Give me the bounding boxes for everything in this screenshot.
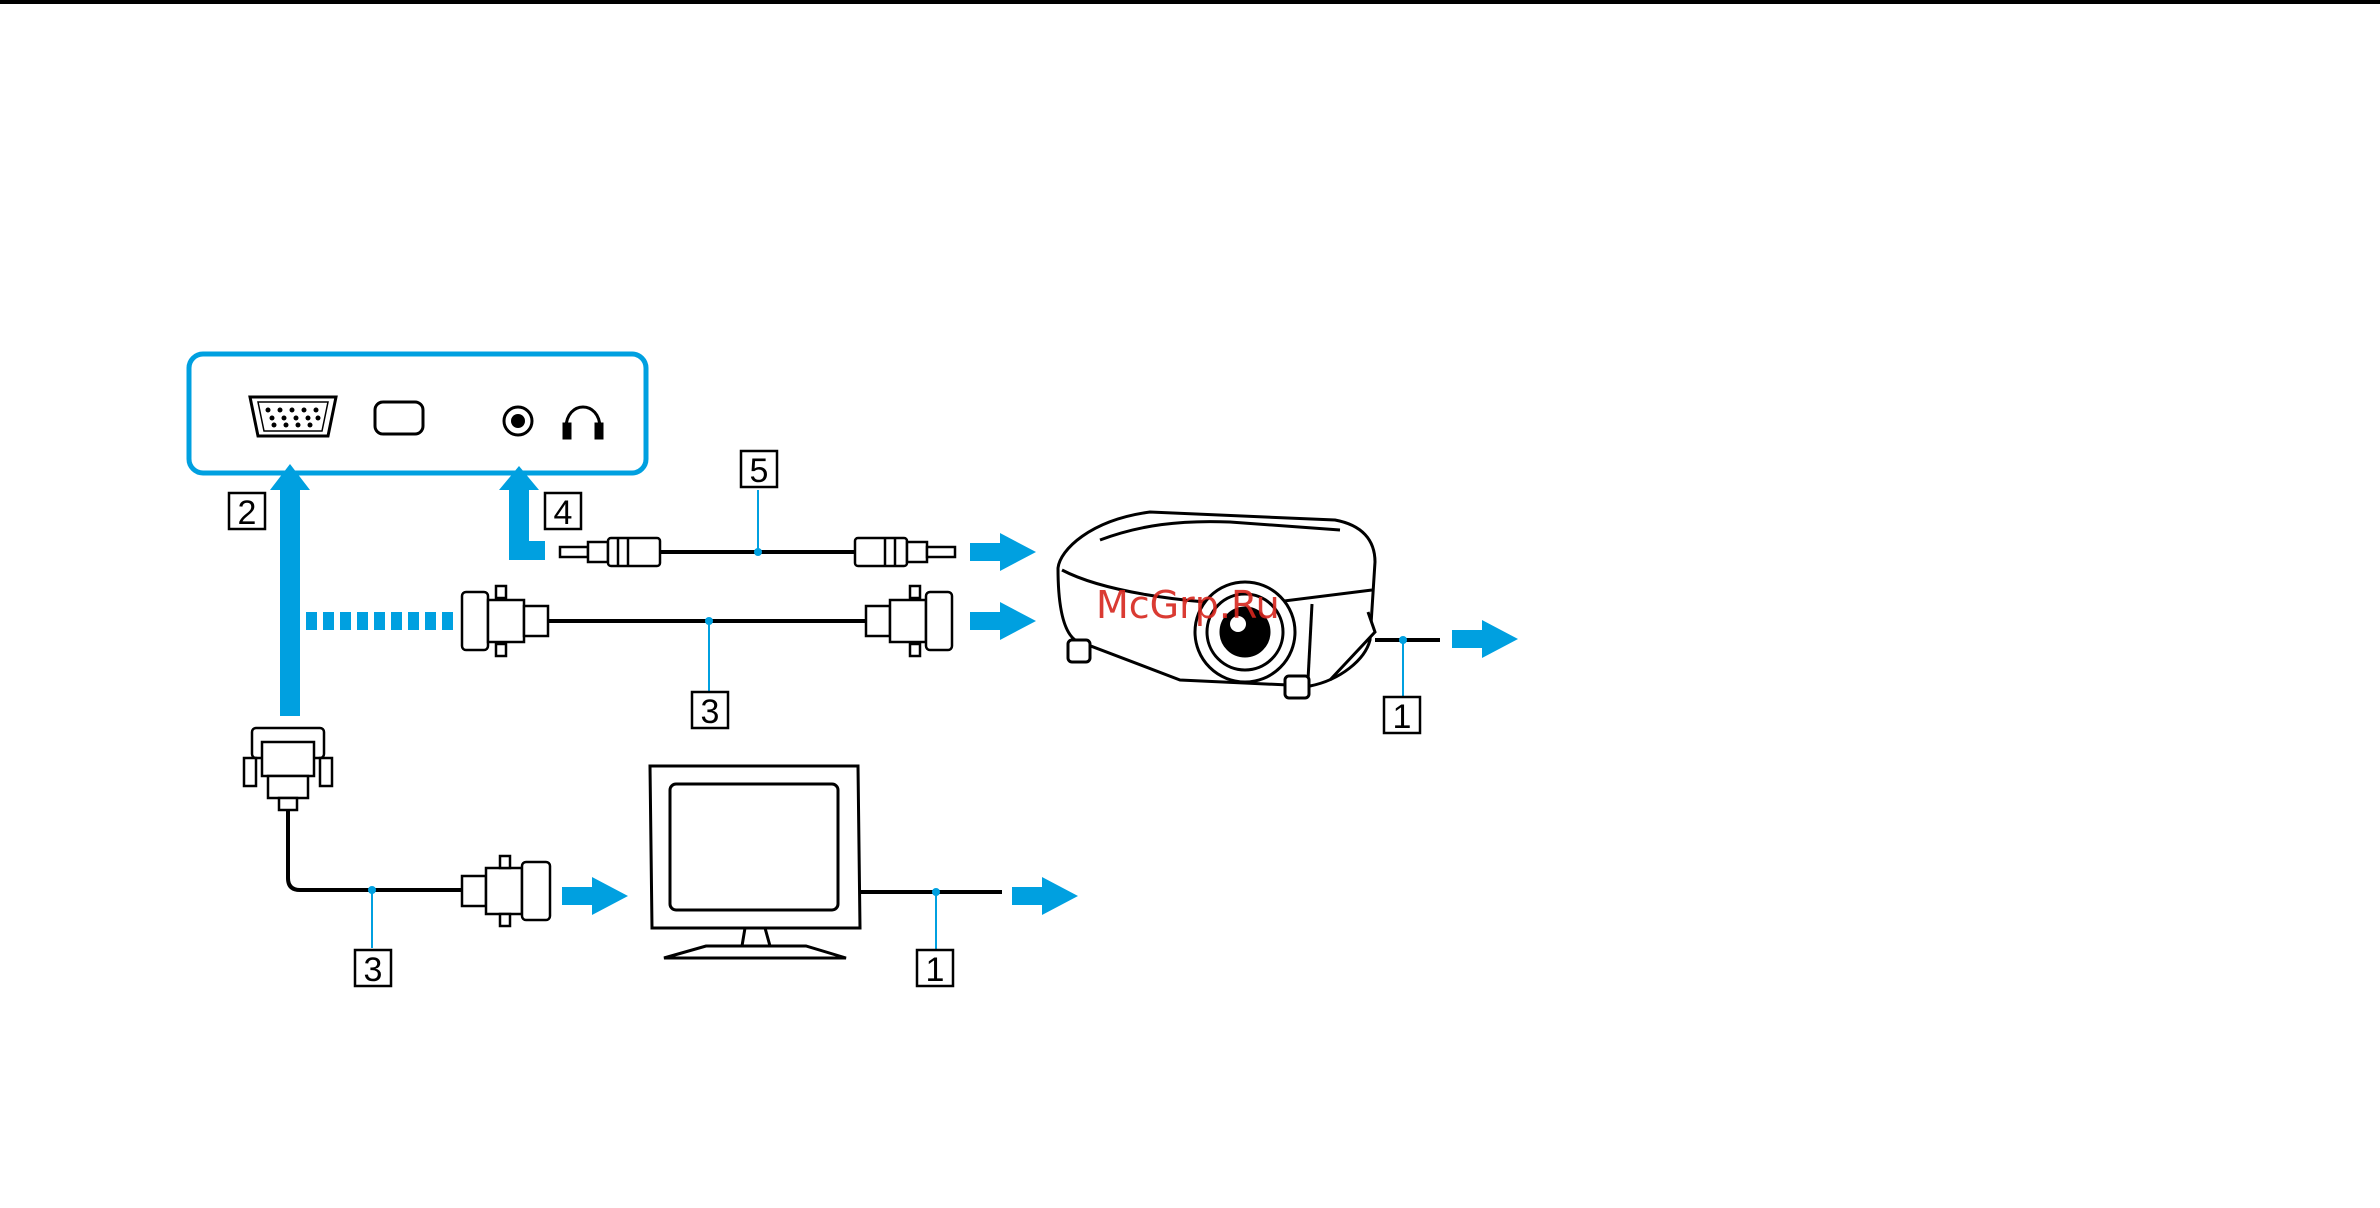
svg-text:2: 2 xyxy=(238,494,257,532)
arrow-right-icon xyxy=(970,533,1036,571)
port-panel xyxy=(189,354,646,473)
callout-1-monitor: 1 xyxy=(917,950,953,989)
display-cable-monitor xyxy=(244,728,550,948)
vga-connector-icon xyxy=(462,856,550,926)
display-cable-projector xyxy=(462,586,952,692)
monitor-icon xyxy=(650,766,860,958)
dashed-link xyxy=(306,612,453,630)
svg-text:4: 4 xyxy=(554,494,573,532)
vga-connector-icon xyxy=(866,586,952,656)
svg-text:5: 5 xyxy=(750,452,769,490)
arrow-up-icon xyxy=(270,464,310,716)
monitor-power-cable xyxy=(860,888,1002,950)
callout-3-projector: 3 xyxy=(692,692,728,731)
arrow-right-icon xyxy=(562,877,628,915)
arrow-right-icon xyxy=(1012,877,1078,915)
audio-jack-icon xyxy=(504,407,532,435)
audio-plug-icon xyxy=(855,538,955,566)
callout-2: 2 xyxy=(229,493,265,532)
callout-5: 5 xyxy=(741,451,777,490)
arrow-up-icon xyxy=(499,466,545,560)
arrow-right-icon xyxy=(970,602,1036,640)
hdmi-port-icon xyxy=(375,402,423,434)
vga-connector-icon xyxy=(244,728,332,810)
callout-3-monitor: 3 xyxy=(355,950,391,989)
vga-port-icon xyxy=(250,397,336,436)
callout-4: 4 xyxy=(545,493,581,532)
svg-text:1: 1 xyxy=(926,951,945,989)
arrow-right-icon xyxy=(1452,620,1518,658)
vga-connector-icon xyxy=(462,586,548,656)
headphone-icon xyxy=(564,407,602,438)
svg-text:1: 1 xyxy=(1393,698,1412,736)
projector-power-cable xyxy=(1375,636,1440,698)
callout-1-projector: 1 xyxy=(1384,697,1420,736)
watermark: McGrp.Ru xyxy=(1096,583,1280,627)
svg-text:3: 3 xyxy=(701,693,720,731)
audio-plug-icon xyxy=(560,538,660,566)
svg-text:3: 3 xyxy=(364,951,383,989)
audio-cable xyxy=(560,490,955,566)
